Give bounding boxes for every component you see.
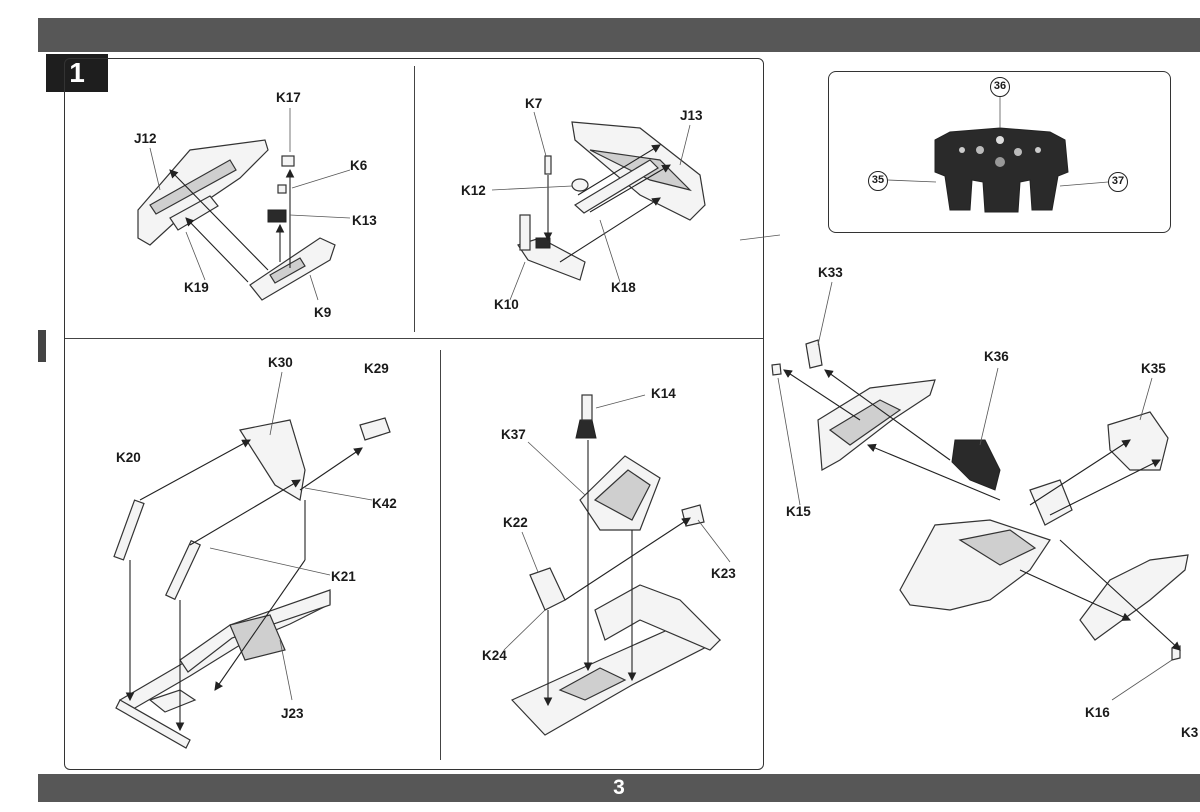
part-label-k3: K3 — [1181, 725, 1199, 740]
part-label-k18: K18 — [611, 280, 636, 295]
part-label-k15: K15 — [786, 504, 811, 519]
decal-number-37: 37 — [1108, 172, 1128, 192]
part-label-k6: K6 — [350, 158, 368, 173]
assembly-bottom-left — [113, 371, 391, 749]
divider-top-vertical — [414, 66, 415, 332]
assembly-top-right — [491, 111, 706, 301]
part-label-j23: J23 — [281, 706, 304, 721]
step-frame — [64, 58, 764, 770]
instrument-panel-drawing — [887, 96, 1109, 213]
instrument-panel-box — [828, 71, 1171, 233]
part-label-k7: K7 — [525, 96, 543, 111]
part-label-k29: K29 — [364, 361, 389, 376]
decal-number-35: 35 — [868, 171, 888, 191]
assembly-top-left — [137, 108, 351, 301]
part-label-j13: J13 — [680, 108, 703, 123]
side-marker — [38, 330, 46, 362]
part-label-k35: K35 — [1141, 361, 1166, 376]
header-bar — [38, 18, 1200, 52]
part-label-k10: K10 — [494, 297, 519, 312]
page-number: 3 — [38, 774, 1200, 802]
divider-bottom-vertical — [440, 350, 441, 760]
decal-number-36: 36 — [990, 77, 1010, 97]
part-label-k16: K16 — [1085, 705, 1110, 720]
divider-horizontal — [65, 338, 763, 339]
part-label-k20: K20 — [116, 450, 141, 465]
part-label-k19: K19 — [184, 280, 209, 295]
part-label-k36: K36 — [984, 349, 1009, 364]
part-label-k14: K14 — [651, 386, 676, 401]
part-label-k33: K33 — [818, 265, 843, 280]
step-number-badge: 1 — [46, 54, 108, 92]
part-label-k9: K9 — [314, 305, 332, 320]
part-label-k37: K37 — [501, 427, 526, 442]
part-label-k42: K42 — [372, 496, 397, 511]
assembly-right — [739, 234, 1189, 701]
part-label-k23: K23 — [711, 566, 736, 581]
part-label-k22: K22 — [503, 515, 528, 530]
part-label-k24: K24 — [482, 648, 507, 663]
part-label-j12: J12 — [134, 131, 157, 146]
part-label-k13: K13 — [352, 213, 377, 228]
part-label-k17: K17 — [276, 90, 301, 105]
assembly-bottom-mid — [503, 394, 731, 736]
part-label-k30: K30 — [268, 355, 293, 370]
part-label-k21: K21 — [331, 569, 356, 584]
part-label-k12: K12 — [461, 183, 486, 198]
